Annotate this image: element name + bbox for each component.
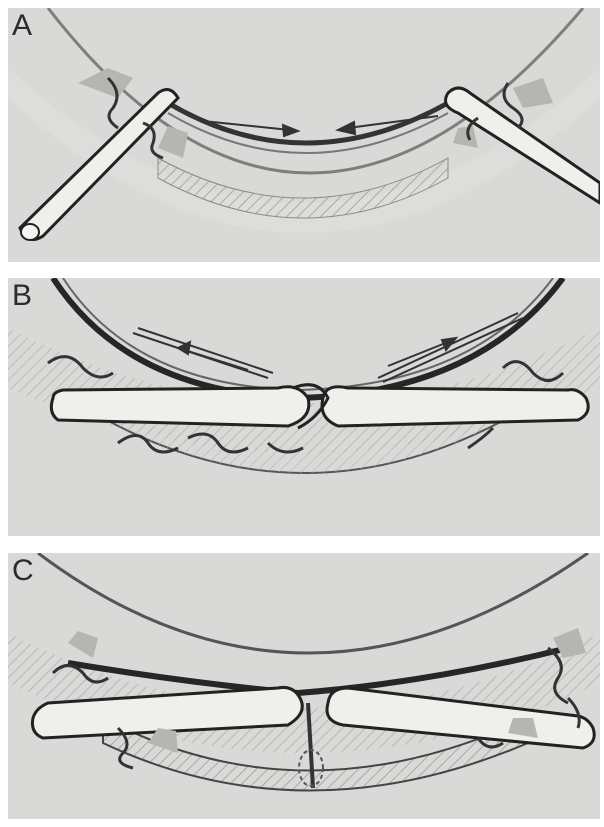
left-tube — [51, 387, 309, 426]
right-tube — [322, 387, 588, 426]
panel-c: C — [8, 553, 600, 819]
panel-b-label: B — [12, 280, 32, 312]
panel-a-label: A — [12, 10, 32, 42]
outer-wall — [38, 553, 588, 653]
panel-b: B — [8, 278, 600, 536]
panel-c-illustration — [8, 553, 600, 819]
panel-c-label: C — [12, 555, 34, 587]
panel-a-illustration — [8, 8, 600, 262]
inner-membrane — [168, 103, 448, 143]
left-instrument — [133, 328, 273, 378]
panel-b-illustration — [8, 278, 600, 536]
right-flap-shade — [513, 78, 553, 108]
panel-a: A — [8, 8, 600, 262]
